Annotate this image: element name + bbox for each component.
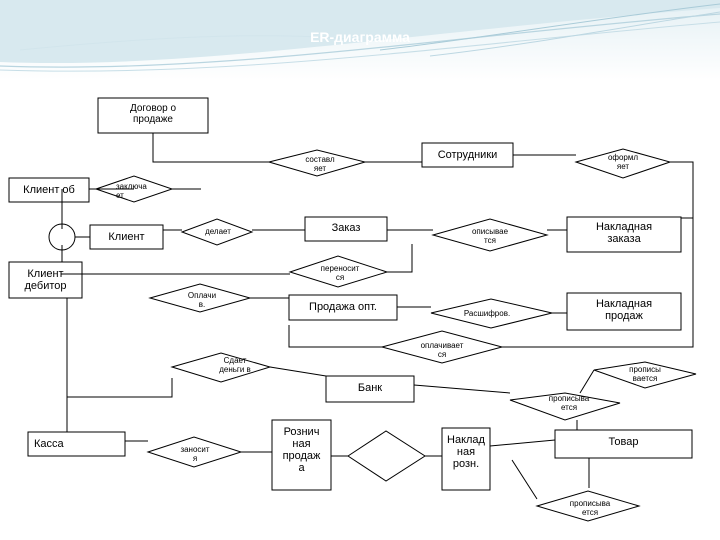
- rel-zanositsya: [146, 436, 243, 468]
- rel-oplachivaetsya: [380, 330, 504, 364]
- entity-tovar: [554, 429, 693, 459]
- entity-roznich-prodazha: [271, 419, 332, 491]
- rel-opisyvaetsya-label: описывае тся: [471, 227, 509, 245]
- rel-propisyvaetsya-3-label: прописыва ется: [569, 499, 611, 517]
- entity-roznich-prodazha-label: Рознич ная продаж а: [282, 426, 321, 475]
- entity-bank: [325, 375, 415, 403]
- title-banner: [0, 0, 720, 80]
- entity-naklad-rozn-label: Наклад ная розн.: [447, 434, 485, 471]
- rel-oplachivaet-label: Оплачи в.: [187, 291, 217, 309]
- rel-sostavlyaet-label: составл яет: [305, 155, 335, 173]
- rel-sostavlyaet: [267, 149, 367, 177]
- entity-klient: [89, 224, 164, 250]
- entity-dogovor-label: Договор о продаже: [129, 103, 177, 125]
- entity-zakaz-label: Заказ: [331, 222, 361, 234]
- entity-bank-label: Банк: [357, 382, 383, 394]
- entity-dogovor: [97, 97, 209, 134]
- entity-tovar-label: Товар: [608, 436, 639, 448]
- rel-opisyvaetsya: [431, 218, 549, 252]
- rel-propisyvaetsya-2: [509, 392, 621, 421]
- entity-klient-label: Клиент: [108, 231, 145, 243]
- rel-zaklyuchaet: [94, 175, 174, 203]
- entity-naklad-zakaza-label: Накладная заказа: [595, 221, 653, 246]
- entity-naklad-prodazh: [566, 292, 682, 331]
- entity-klient-ob-label: Клиент об: [23, 184, 75, 196]
- entity-klient-ob: [8, 177, 90, 203]
- rel-perenositsya: [288, 255, 389, 288]
- rel-propisyvaetsya-2-label: прописыва ется: [548, 394, 590, 412]
- entity-naklad-zakaza: [566, 216, 682, 253]
- rel-perenositsya-label: переносит ся: [320, 264, 360, 282]
- entity-klient-debitor: [8, 261, 83, 299]
- rel-zanositsya-label: заносит я: [180, 445, 210, 463]
- rel-sdaet-dengi: [170, 352, 272, 383]
- entity-sotrudniki: [421, 142, 514, 168]
- diagram-title: ER-диаграмма: [310, 29, 410, 45]
- connector-lines: [61, 133, 694, 500]
- rel-empty: [347, 430, 426, 482]
- entity-kassa-label: Касса: [34, 438, 64, 450]
- entity-prodazha-opt-label: Продажа опт.: [309, 301, 377, 313]
- entity-klient-debitor-label: Клиент дебитор: [24, 268, 67, 293]
- rel-delaet: [180, 218, 254, 246]
- rel-oformlyaet: [574, 148, 672, 179]
- rel-sdaet-dengi-label: Сдает деньги в: [219, 356, 251, 374]
- entity-sotrudniki-label: Сотрудники: [437, 149, 498, 161]
- rel-oplachivaet: [148, 283, 252, 313]
- entity-kassa: [27, 431, 126, 457]
- rel-rasshifrov-label: Расшифров.: [463, 309, 511, 318]
- rel-rasshifrov: [430, 298, 553, 329]
- rel-delaet-label: делает: [205, 227, 231, 236]
- rel-propisyvaetsya-1-label: прописы вается: [629, 365, 661, 383]
- rel-propisyvaetsya-1: [593, 361, 697, 389]
- rel-zaklyuchaet-label: заключа ет: [116, 182, 147, 200]
- rel-oformlyaet-label: оформл яет: [607, 153, 639, 171]
- rel-oplachivaetsya-label: оплачивает ся: [420, 341, 464, 359]
- entity-zakaz: [304, 216, 388, 242]
- rel-propisyvaetsya-3: [535, 490, 641, 522]
- entity-naklad-prodazh-label: Накладная продаж: [595, 298, 653, 323]
- entity-prodazha-opt: [288, 294, 398, 321]
- circle-node: [48, 223, 76, 251]
- entity-naklad-rozn: [441, 427, 491, 491]
